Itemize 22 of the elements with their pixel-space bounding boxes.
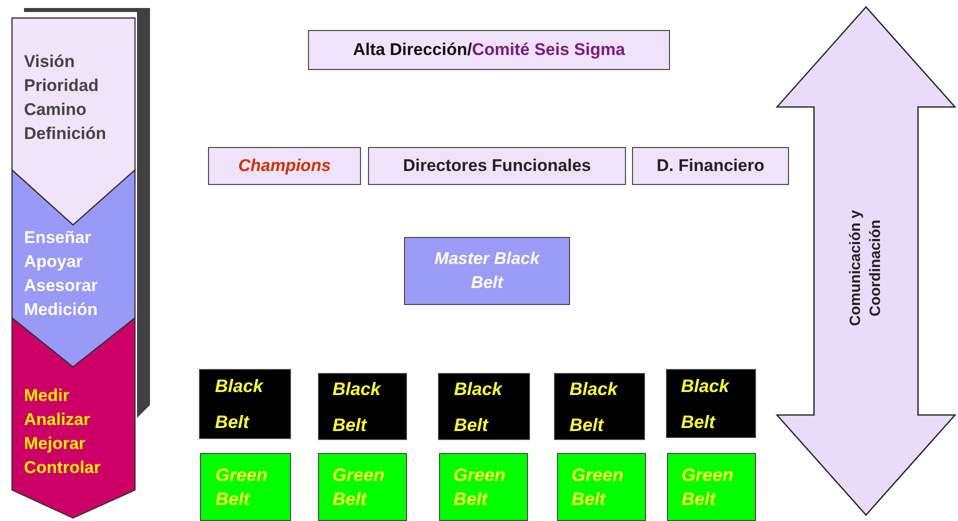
belt-box: Black Belt: [666, 369, 756, 438]
role-box: Directores Funcionales: [368, 147, 626, 185]
belt-box: Green Belt: [439, 453, 528, 521]
belt-box: Green Belt: [200, 453, 291, 521]
step-list: Medir Analizar Mejorar Controlar: [24, 384, 124, 480]
belt-box: Green Belt: [557, 453, 646, 521]
role-box: Champions: [208, 147, 361, 185]
double-arrow: [776, 6, 956, 516]
vertical-label: Comunicación y Coordinación: [846, 209, 885, 328]
chevron-shape: [11, 316, 136, 519]
step-list: Enseñar Apoyar Asesorar Medición: [24, 226, 124, 322]
belt-box: Black Belt: [554, 373, 645, 440]
belt-box: Black Belt: [438, 373, 530, 440]
role-box: Master Black Belt: [404, 237, 570, 305]
belt-box: Black Belt: [318, 373, 407, 440]
chevron-shape: [11, 17, 136, 226]
title-box: Alta Dirección/Comité Seis Sigma: [308, 30, 670, 70]
belt-box: Black Belt: [199, 369, 291, 439]
belt-box: Green Belt: [667, 453, 756, 521]
step-list: Visión Prioridad Camino Definición: [24, 50, 124, 146]
belt-box: Green Belt: [318, 453, 407, 521]
role-box: D. Financiero: [632, 147, 789, 185]
